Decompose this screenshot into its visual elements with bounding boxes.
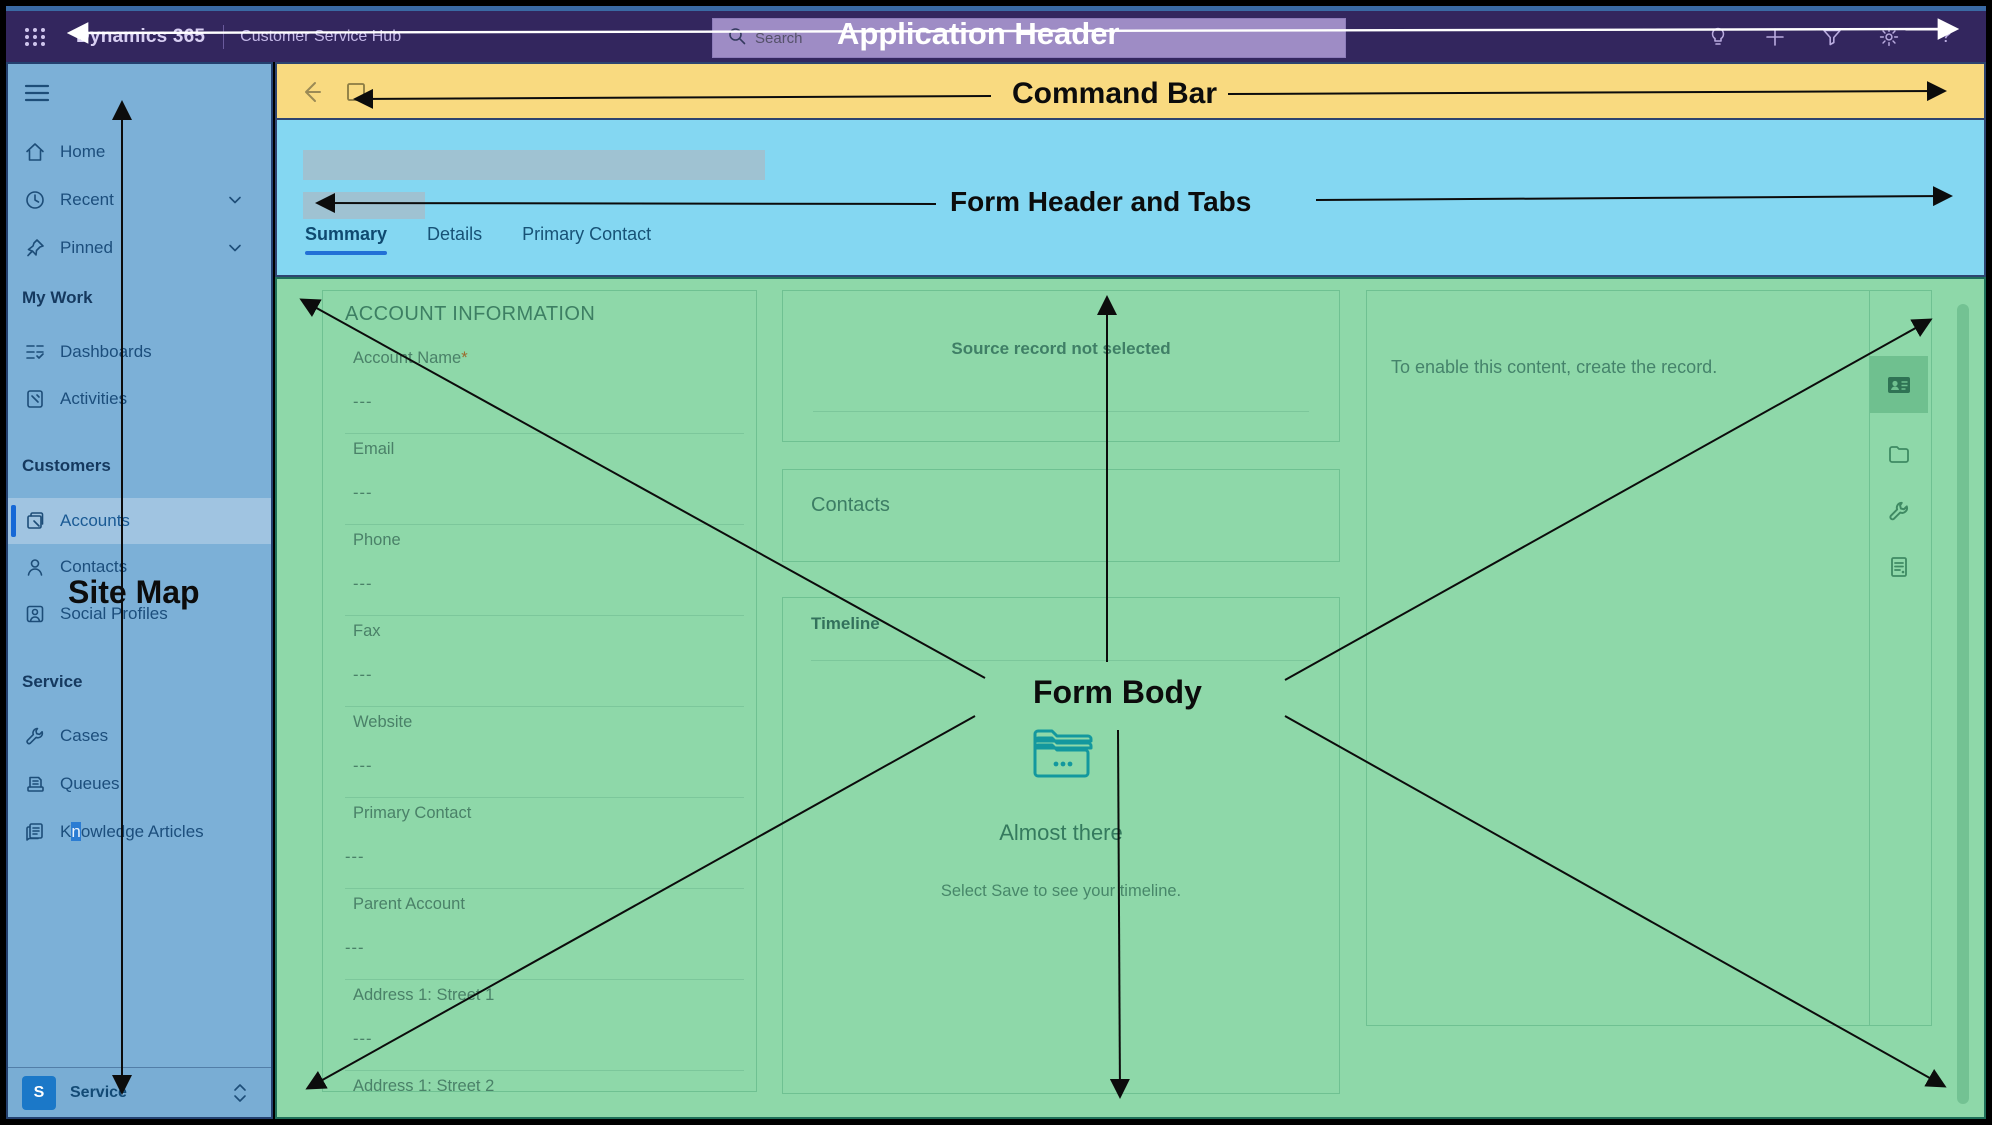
sidebar-item-label: Pinned bbox=[60, 238, 113, 257]
selected-character: n bbox=[71, 822, 81, 841]
help-icon[interactable]: ? bbox=[1940, 25, 1952, 47]
account-information-section: ACCOUNT INFORMATION Account Name* --- Em… bbox=[322, 290, 757, 1095]
sidebar-item-label: Knowledge Articles bbox=[60, 822, 204, 841]
timeline-card: Timeline Almost there Select Save to see… bbox=[782, 597, 1340, 1094]
app-launcher-icon[interactable] bbox=[22, 24, 48, 50]
chevron-down-icon[interactable] bbox=[227, 192, 243, 208]
annotation-application-header: Application Header bbox=[837, 16, 1120, 51]
search-placeholder: Search bbox=[755, 29, 803, 47]
back-button[interactable] bbox=[299, 79, 325, 105]
app-frame: Dynamics 365 Customer Service Hub Search bbox=[6, 6, 1986, 1119]
sidebar-item-label: Contacts bbox=[60, 557, 128, 576]
related-tools-strip bbox=[1869, 291, 1928, 1025]
activities-icon bbox=[24, 388, 46, 410]
section-header-service: Service bbox=[22, 672, 83, 691]
sidebar-item-label: Accounts bbox=[60, 511, 130, 530]
related-content-message: To enable this content, create the recor… bbox=[1391, 357, 1718, 377]
queues-icon bbox=[24, 773, 46, 795]
required-asterisk: * bbox=[461, 349, 468, 367]
source-record-message: Source record not selected bbox=[951, 339, 1171, 358]
contact-card-tool-icon[interactable] bbox=[1870, 356, 1928, 413]
contacts-icon bbox=[24, 556, 46, 578]
sidebar-item-recent[interactable]: Recent bbox=[8, 178, 271, 222]
sidebar-item-label: Activities bbox=[60, 389, 128, 408]
social-profiles-icon bbox=[24, 603, 46, 625]
sidebar-item-accounts[interactable]: Accounts bbox=[8, 498, 271, 544]
dashboards-icon bbox=[24, 341, 46, 363]
sidebar-item-label: Queues bbox=[60, 774, 120, 793]
annotation-form-header-tabs: Form Header and Tabs bbox=[950, 186, 1252, 217]
sidebar-item-label: Cases bbox=[60, 726, 109, 745]
sidebar-item-dashboards[interactable]: Dashboards bbox=[8, 330, 271, 374]
divider bbox=[811, 660, 1311, 661]
header-icon-group: ? bbox=[1706, 11, 1958, 62]
form-selector-icon[interactable] bbox=[345, 81, 367, 103]
cases-icon bbox=[24, 725, 46, 747]
source-record-card: Source record not selected bbox=[782, 290, 1340, 442]
sidebar-item-knowledge-articles[interactable]: Knowledge Articles bbox=[8, 810, 271, 854]
sidebar-item-queues[interactable]: Queues bbox=[8, 762, 271, 806]
search-icon bbox=[727, 26, 747, 51]
filter-icon[interactable] bbox=[1820, 25, 1844, 49]
menu-toggle-icon[interactable] bbox=[24, 82, 50, 104]
annotation-command-bar: Command Bar bbox=[1012, 77, 1218, 110]
timeline-empty-hint: Select Save to see your timeline. bbox=[940, 882, 1182, 900]
sidebar-item-label: Dashboards bbox=[60, 342, 152, 361]
add-icon[interactable] bbox=[1763, 25, 1787, 49]
tab-details[interactable]: Details bbox=[427, 224, 483, 244]
folder-tool-icon[interactable] bbox=[1870, 425, 1928, 482]
contacts-card: Contacts bbox=[782, 469, 1340, 562]
app-name[interactable]: Customer Service Hub bbox=[240, 27, 402, 45]
sidebar-item-accounts-inner: Accounts bbox=[8, 499, 271, 543]
brand-title[interactable]: Dynamics 365 bbox=[76, 25, 206, 47]
sidebar-item-contacts[interactable]: Contacts bbox=[8, 545, 271, 589]
area-label: Service bbox=[70, 1083, 127, 1101]
knowledge-articles-icon bbox=[24, 821, 46, 843]
timeline-empty-folder-icon bbox=[1031, 724, 1095, 785]
document-tool-icon[interactable] bbox=[1870, 538, 1928, 595]
record-subtitle-placeholder bbox=[303, 192, 425, 219]
window-top-strip bbox=[6, 6, 1986, 11]
active-indicator bbox=[11, 505, 16, 537]
vertical-scrollbar[interactable] bbox=[1957, 304, 1969, 1104]
related-content-card: To enable this content, create the recor… bbox=[1366, 290, 1932, 1026]
tab-summary[interactable]: Summary bbox=[305, 224, 388, 255]
lightbulb-icon[interactable] bbox=[1706, 25, 1730, 49]
accounts-icon bbox=[24, 510, 46, 532]
section-title: ACCOUNT INFORMATION bbox=[345, 303, 596, 325]
divider bbox=[813, 411, 1309, 412]
area-badge: S bbox=[22, 1075, 56, 1110]
form-tabs: Summary Details Primary Contact bbox=[305, 224, 651, 255]
record-title-placeholder bbox=[303, 150, 765, 180]
annotation-site-map: Site Map bbox=[68, 574, 200, 610]
sidebar-item-activities[interactable]: Activities bbox=[8, 377, 271, 421]
sidebar-item-cases[interactable]: Cases bbox=[8, 714, 271, 758]
sidebar-item-label: Recent bbox=[60, 190, 114, 209]
settings-icon[interactable] bbox=[1877, 25, 1901, 49]
timeline-empty-title: Almost there bbox=[999, 820, 1123, 845]
section-header-my-work: My Work bbox=[22, 288, 93, 307]
header-divider bbox=[223, 24, 225, 49]
sidebar-item-home[interactable]: Home bbox=[8, 130, 271, 174]
section-header-customers: Customers bbox=[22, 456, 111, 475]
recent-icon bbox=[24, 189, 46, 211]
chevron-down-icon[interactable] bbox=[227, 240, 243, 256]
pin-icon bbox=[24, 237, 46, 259]
area-switch-chevrons-icon[interactable] bbox=[231, 1081, 249, 1105]
site-map: Home Recent Pinned My Work Dashboards Ac… bbox=[6, 62, 273, 1119]
timeline-title: Timeline bbox=[811, 614, 880, 633]
home-icon bbox=[24, 141, 46, 163]
annotation-form-body: Form Body bbox=[1033, 674, 1202, 710]
wrench-tool-icon[interactable] bbox=[1870, 482, 1928, 539]
form-header: Summary Details Primary Contact bbox=[275, 120, 1986, 277]
sidebar-item-pinned[interactable]: Pinned bbox=[8, 226, 271, 270]
area-switcher[interactable]: S Service bbox=[8, 1067, 271, 1117]
tab-primary-contact[interactable]: Primary Contact bbox=[522, 224, 652, 244]
contacts-card-title: Contacts bbox=[811, 494, 890, 516]
sidebar-item-label: Home bbox=[60, 142, 106, 161]
